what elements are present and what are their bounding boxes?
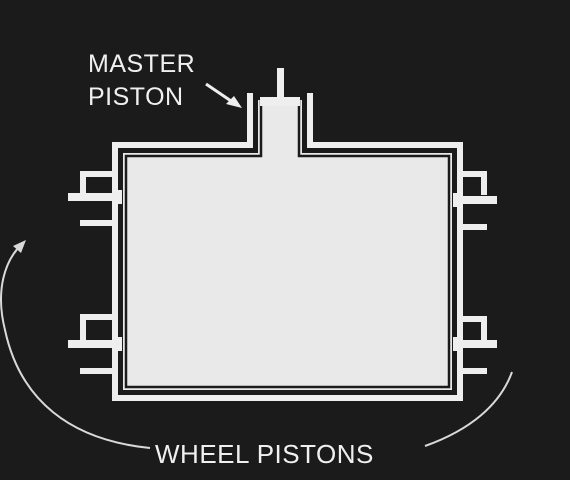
master-piston-label-line2: PISTON (88, 83, 184, 111)
wheel-piston-left-upper (68, 171, 122, 226)
master-piston (260, 68, 300, 106)
wheel-piston-left-lower (68, 314, 122, 374)
chamber-inner-wall (124, 93, 451, 389)
fluid-fill (123, 100, 452, 390)
wheel-arrow-right (424, 371, 513, 447)
master-piston-head (260, 97, 300, 106)
master-piston-label-line1: MASTER (88, 50, 195, 78)
wheel-piston-right-upper (453, 171, 497, 230)
chamber-outer-wall (112, 93, 463, 401)
master-piston-rod (277, 68, 284, 99)
wheel-piston-right-lower (453, 316, 497, 374)
wheel-arrow-left-head (13, 240, 26, 253)
wheel-pistons-label: WHEEL PISTONS (155, 439, 374, 469)
wheel-arrow-left (0, 243, 151, 449)
fluid-chamber (112, 93, 463, 401)
master-piston-arrow (205, 82, 242, 108)
